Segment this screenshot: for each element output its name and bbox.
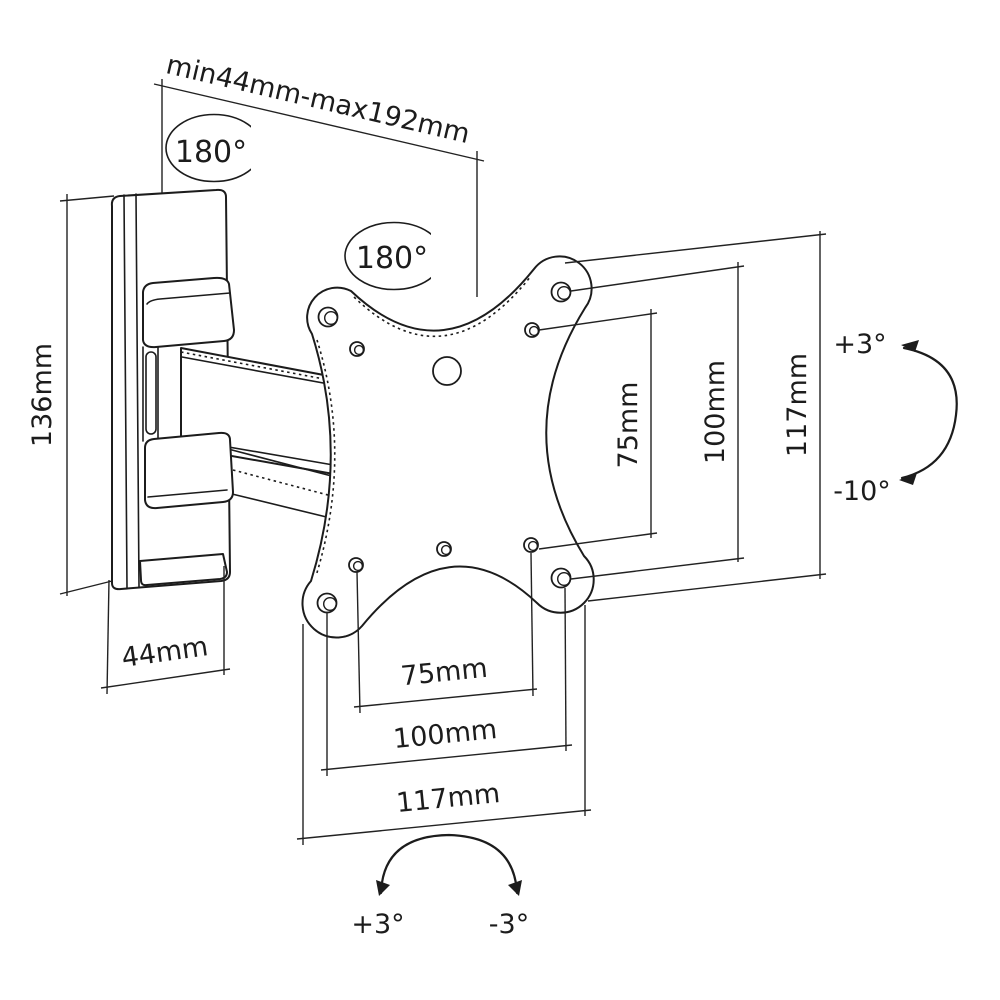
vesa-hole-bottom-center (436, 541, 452, 557)
hinge-slot (145, 351, 157, 435)
dimension-line (320, 744, 573, 771)
label-height-136mm: 136mm (27, 343, 58, 447)
label-vesa-100mm-horizontal: 100mm (392, 714, 499, 755)
arm-top-face-line (181, 356, 346, 388)
arc-gap (431, 224, 455, 290)
hinge-block-upper-top-face (146, 292, 231, 305)
extension-line (538, 312, 658, 331)
dimension-vesa-vertical-100 (570, 262, 745, 580)
arm-top-hatch (180, 351, 346, 384)
extension-line (59, 195, 115, 202)
arm-lower-flange-line (231, 449, 348, 481)
rotation-arc-vesa (344, 221, 455, 291)
extension-line (356, 571, 361, 714)
vesa-hole-75-top-right (524, 322, 540, 338)
dimension-vesa-vertical-75 (538, 309, 658, 550)
extension-line (587, 573, 827, 602)
extension-line (564, 233, 827, 264)
dimension-line (296, 809, 592, 840)
tilt-arc (899, 340, 958, 485)
wall-plate-edge-line (123, 194, 128, 589)
label-width-44mm: 44mm (120, 631, 210, 674)
label-level-right: -3° (489, 909, 529, 940)
dimension-plate-vertical-117 (564, 231, 827, 602)
arc-gap (251, 114, 275, 182)
extension-line (106, 579, 110, 695)
rotation-arc-wall (165, 113, 275, 183)
wall-plate-foot (139, 553, 228, 587)
tilt-arrow-up-icon (901, 340, 919, 352)
wall-plate-edge-line (135, 193, 140, 588)
vesa-hole-75-top-left (349, 341, 365, 357)
extension-line (570, 557, 745, 580)
level-arc (376, 833, 522, 896)
dimension-line (153, 83, 485, 162)
dimension-plate-horizontal-117 (296, 605, 592, 845)
label-level-left: +3° (351, 909, 404, 940)
vesa-hole-100-bottom-left (316, 592, 338, 614)
hinge-block-lower (144, 431, 234, 510)
level-arrow-left-icon (376, 880, 390, 896)
label-plate-117mm-horizontal: 117mm (395, 778, 502, 819)
dimension-vesa-horizontal-75 (353, 552, 538, 714)
label-tilt-up: +3° (833, 329, 886, 360)
vesa-hole-100-bottom-right (550, 567, 572, 589)
label-vesa-100mm-vertical: 100mm (700, 360, 731, 464)
extension-line (564, 587, 567, 752)
vesa-hole-75-bottom-left (348, 557, 364, 573)
vesa-hole-75-bottom-right (523, 537, 539, 553)
vesa-hole-100-top-right (550, 281, 572, 303)
label-plate-117mm-vertical: 117mm (782, 353, 813, 457)
label-rotation-wall-180: 180° (175, 135, 247, 170)
mounting-arm (142, 276, 348, 523)
dimension-line (100, 668, 231, 689)
dimension-wall-plate-width (100, 566, 231, 695)
level-arc-curve (379, 833, 519, 895)
extension-line (570, 265, 745, 292)
tilt-arrow-down-icon (899, 473, 917, 485)
hinge-block-upper (142, 276, 235, 349)
extension-line (530, 552, 534, 697)
extension-line (59, 580, 113, 595)
label-rotation-vesa-180: 180° (356, 241, 428, 276)
vesa-plate-body (301, 255, 595, 639)
dimension-line (353, 688, 538, 708)
vesa-center-hole (432, 356, 462, 386)
label-tilt-down: -10° (833, 476, 891, 507)
vesa-plate (301, 255, 595, 639)
dimension-vesa-horizontal-100 (320, 587, 573, 776)
label-vesa-75mm-vertical: 75mm (613, 382, 644, 469)
extension-line (538, 532, 658, 550)
dimension-wall-plate-height (59, 194, 115, 596)
hinge-block-lower-bottom-face (147, 489, 228, 498)
dimension-extension-range (153, 79, 485, 297)
tilt-arc-curve (900, 346, 958, 480)
level-arrow-right-icon (508, 880, 522, 896)
vesa-hole-100-top-left (317, 306, 339, 328)
label-vesa-75mm-horizontal: 75mm (399, 653, 489, 692)
